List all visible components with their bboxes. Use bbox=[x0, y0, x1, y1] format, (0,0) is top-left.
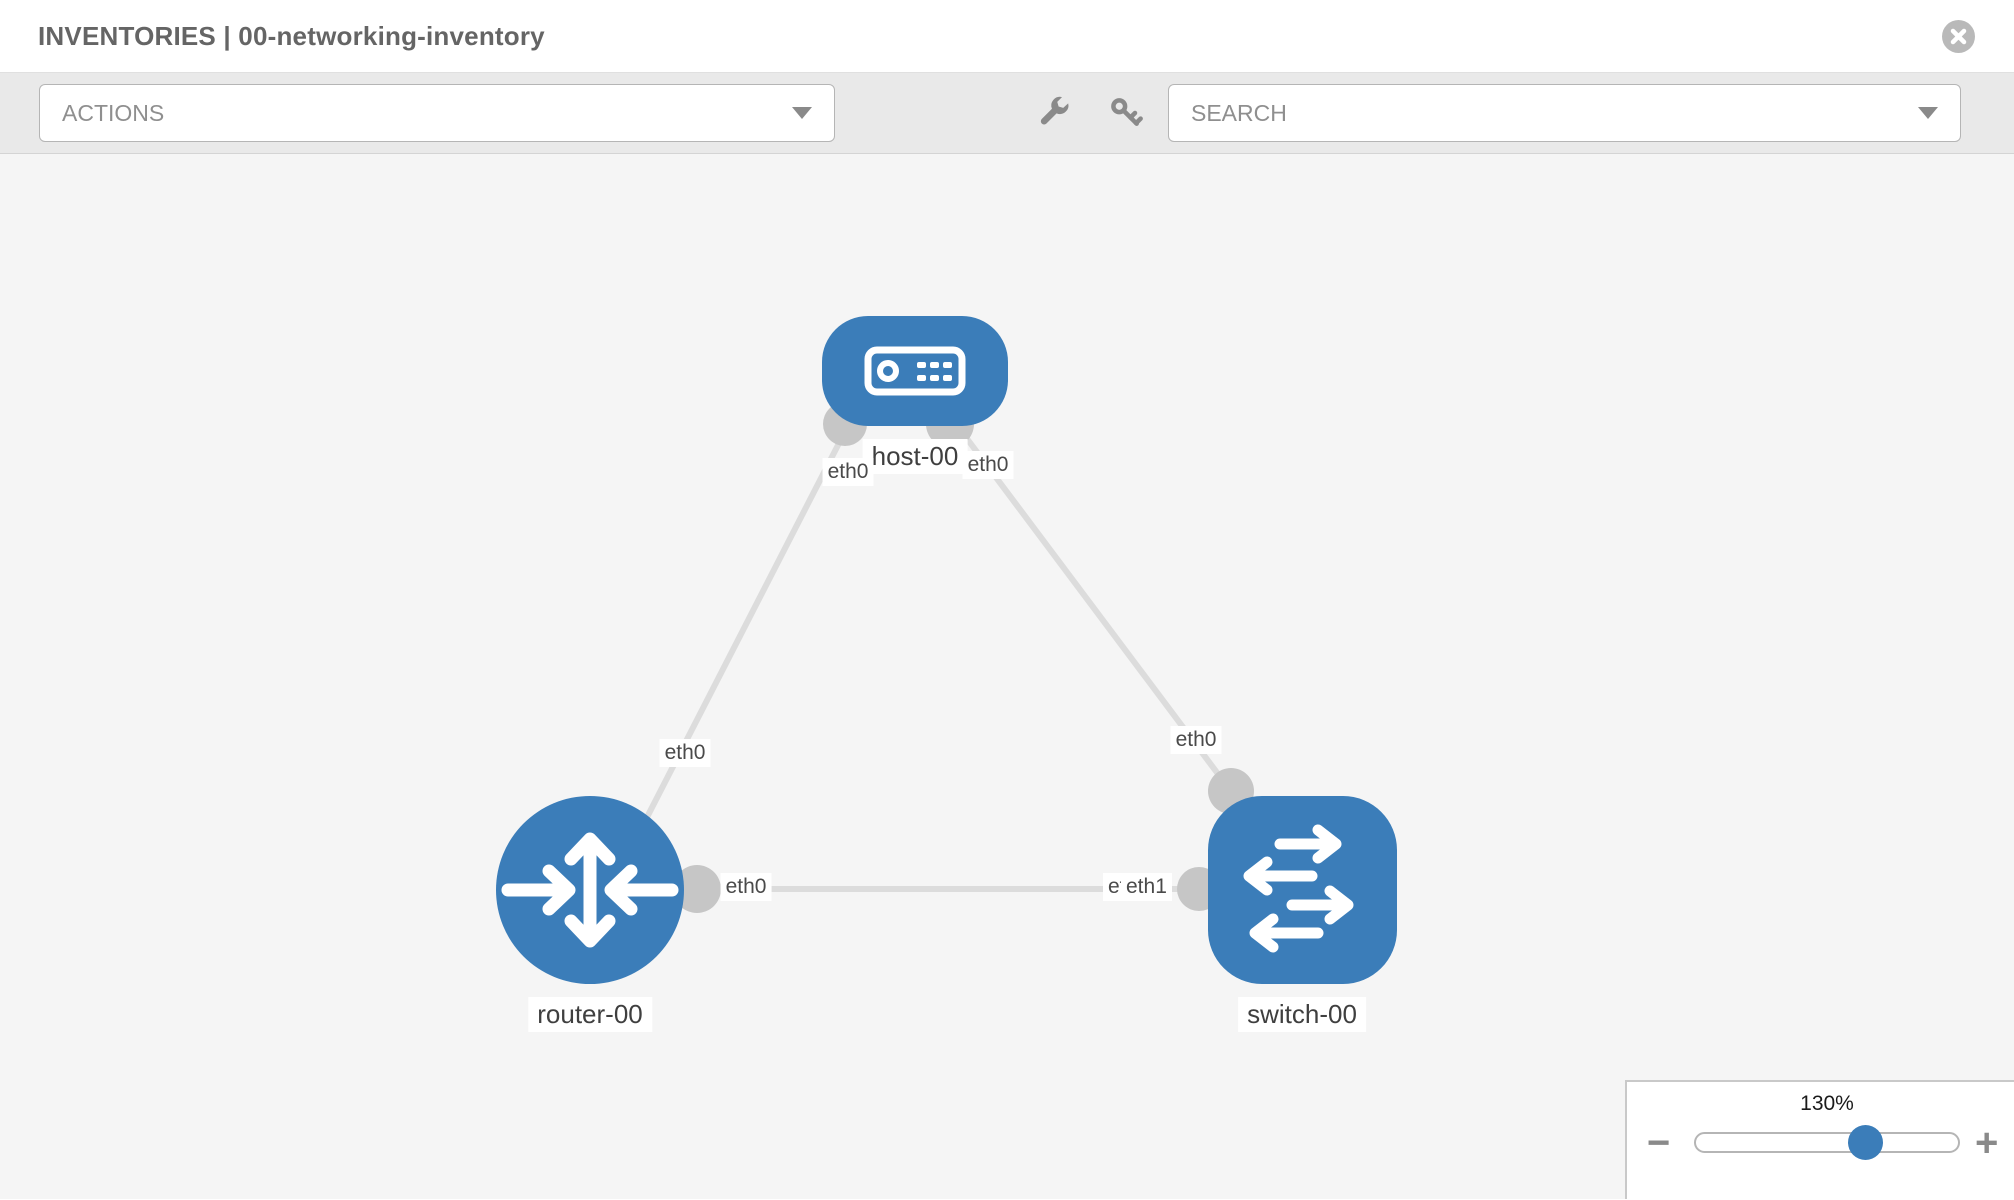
node-label-switch-00[interactable]: switch-00 bbox=[1238, 997, 1366, 1032]
search-dropdown[interactable]: SEARCH bbox=[1168, 84, 1961, 142]
zoom-panel: 130% − + bbox=[1625, 1080, 2014, 1199]
zoom-level: 130% bbox=[1800, 1092, 1854, 1115]
actions-dropdown-label: ACTIONS bbox=[62, 99, 165, 126]
zoom-out-button[interactable]: − bbox=[1647, 1121, 1671, 1165]
node-router-00[interactable] bbox=[496, 796, 684, 984]
port-router-eth0 bbox=[673, 865, 721, 913]
link-router-host[interactable] bbox=[620, 410, 858, 866]
chevron-down-icon bbox=[792, 107, 812, 119]
interface-label-switch-eth0: eth0 bbox=[1170, 726, 1222, 754]
node-host-00[interactable] bbox=[822, 316, 1008, 426]
interface-label-switch-eth1: eth1 bbox=[1121, 873, 1172, 901]
topology-canvas[interactable]: host-00 router-00 switch-00 eth0 eth0 et… bbox=[0, 154, 2014, 1199]
interface-label-host-eth0-left: eth0 bbox=[822, 458, 874, 486]
header: INVENTORIES | 00-networking-inventory bbox=[0, 0, 2014, 73]
topology-svg bbox=[496, 316, 1397, 984]
switch-icon bbox=[1243, 824, 1354, 953]
actions-dropdown[interactable]: ACTIONS bbox=[39, 84, 835, 142]
node-label-router-00[interactable]: router-00 bbox=[528, 997, 652, 1032]
chevron-down-icon bbox=[1918, 107, 1938, 119]
interface-label-router-eth0: eth0 bbox=[720, 873, 772, 901]
key-icon[interactable] bbox=[1108, 95, 1144, 131]
host-icon bbox=[864, 346, 966, 396]
close-button[interactable] bbox=[1942, 19, 1975, 53]
wrench-icon[interactable] bbox=[1036, 95, 1072, 131]
close-icon bbox=[1950, 28, 1967, 44]
node-label-host-00[interactable]: host-00 bbox=[862, 439, 968, 474]
zoom-in-button[interactable]: + bbox=[1975, 1121, 1999, 1165]
zoom-slider-track[interactable] bbox=[1694, 1132, 1960, 1153]
interface-label-host-eth0-right: eth0 bbox=[962, 451, 1014, 479]
interface-label-router-eth0-uplink: eth0 bbox=[659, 739, 711, 767]
router-icon bbox=[501, 832, 679, 948]
page-title: INVENTORIES | 00-networking-inventory bbox=[38, 20, 545, 51]
node-switch-00[interactable] bbox=[1208, 796, 1397, 984]
toolbar: ACTIONS SEARCH bbox=[0, 73, 2014, 154]
search-dropdown-label: SEARCH bbox=[1191, 99, 1287, 126]
zoom-slider-handle[interactable] bbox=[1848, 1125, 1883, 1160]
